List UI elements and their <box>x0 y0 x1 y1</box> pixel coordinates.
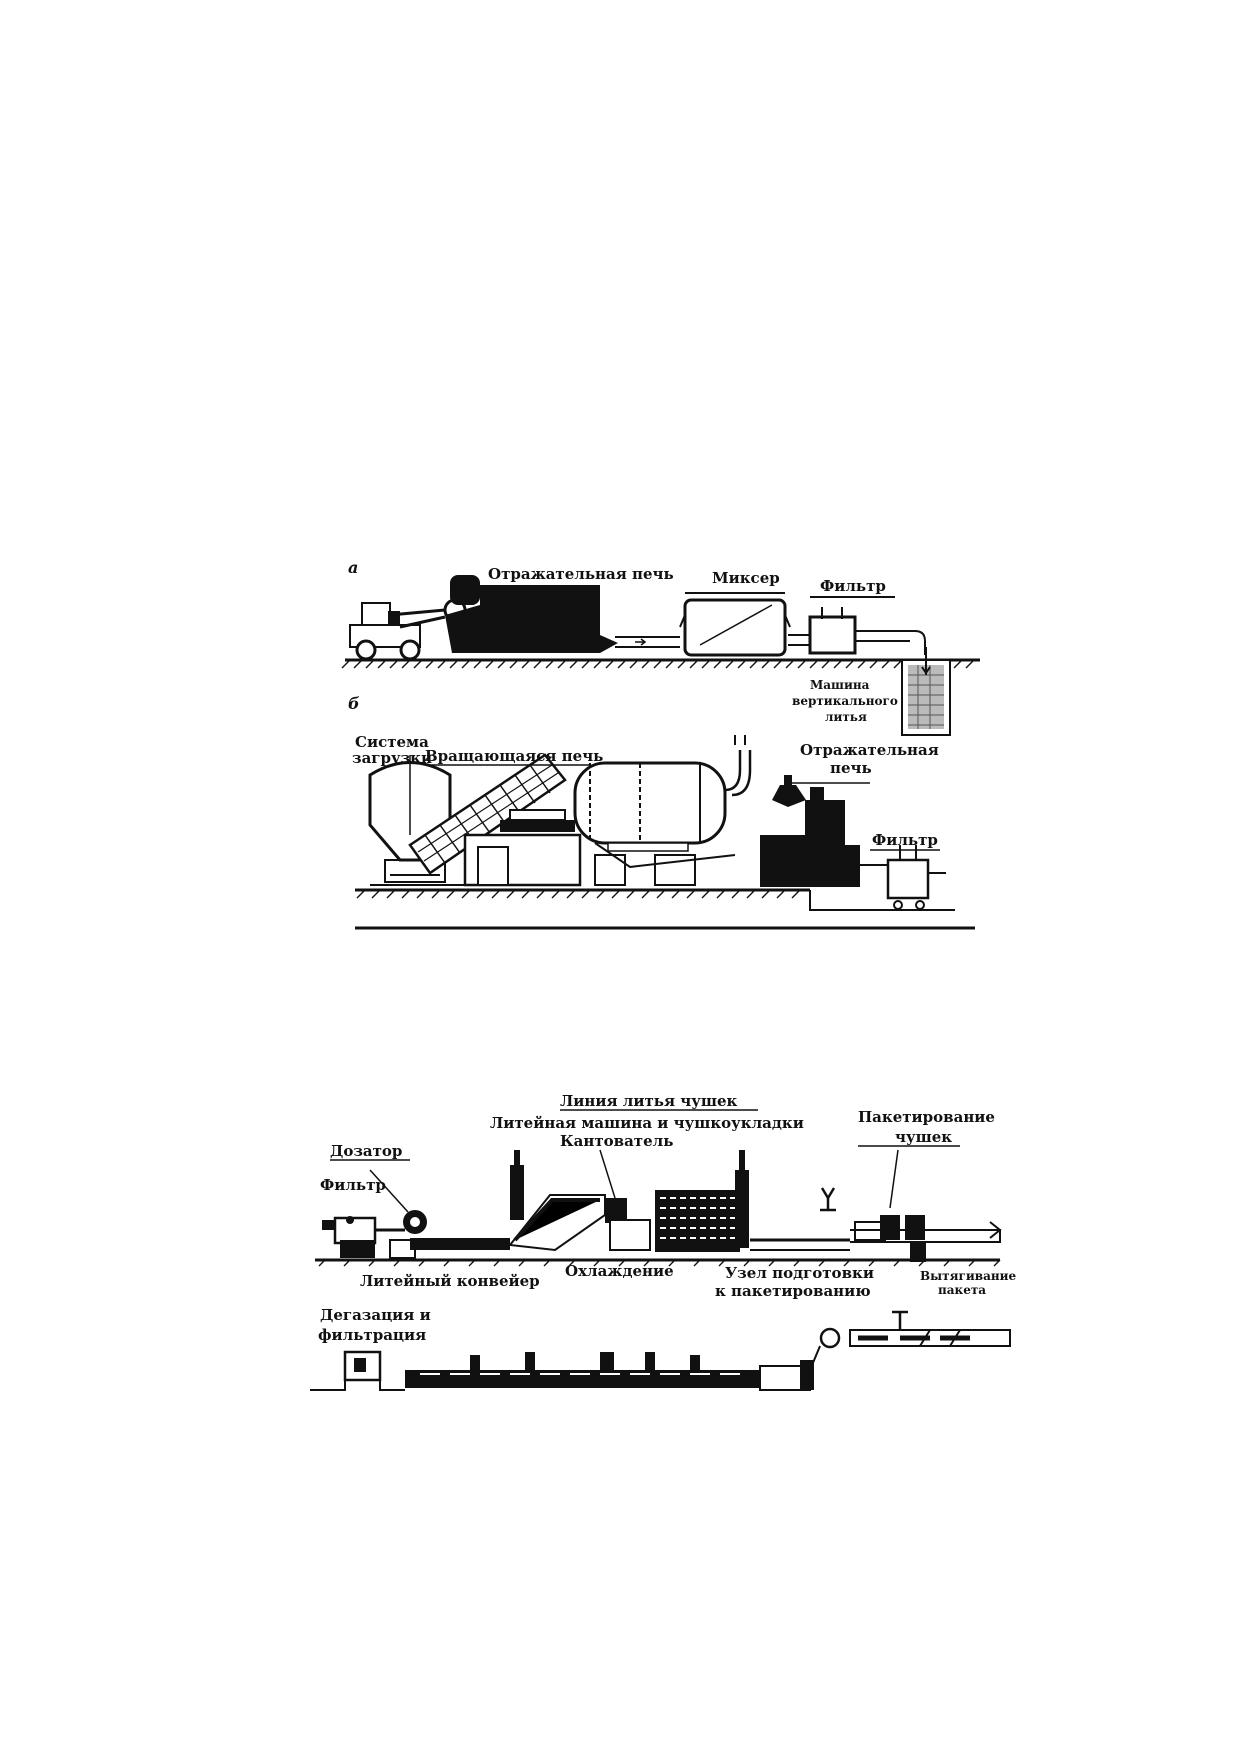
reverberatory-furnace-b <box>760 775 870 887</box>
launder-pipe-2 <box>788 634 810 646</box>
figure-b-diagram: б Система загрузки <box>348 695 975 930</box>
label-vc-machine-1: Машина <box>810 678 870 692</box>
label-reverb-2: печь <box>830 759 872 777</box>
label-loading-1: Система <box>355 733 429 751</box>
label-filter-c: Фильтр <box>320 1176 386 1194</box>
label-cooling: Охлаждение <box>565 1262 674 1280</box>
label-filter-a: Фильтр <box>820 577 886 595</box>
lower-casting-line <box>405 1327 841 1391</box>
ground-line-b <box>355 888 975 930</box>
label-prep-1: Узел подготовки <box>725 1264 874 1282</box>
label-packaging-1: Пакетирование <box>858 1108 995 1126</box>
filter-unit-b <box>860 845 946 910</box>
rotary-furnace <box>573 735 752 869</box>
casting-conveyor <box>410 1150 606 1252</box>
filter-unit <box>808 596 895 655</box>
label-reverb-1: Отражательная <box>800 741 939 759</box>
label-degas-1: Дегазация и <box>320 1306 431 1324</box>
label-doser: Дозатор <box>330 1142 402 1160</box>
figure-a-diagram: а Отражательная печь Миксер <box>341 558 980 736</box>
label-filter-b: Фильтр <box>872 831 938 849</box>
figure-c-diagram: Линия литья чушек Литейная машина и чушк… <box>310 1092 1017 1391</box>
ground-line-c <box>315 1258 1001 1267</box>
label-prep-2: к пакетированию <box>715 1282 871 1300</box>
furnace-drive-base <box>463 809 696 887</box>
panel-letter-b: б <box>348 695 360 713</box>
label-casting-machine: Литейная машина и чушкоукладки <box>490 1114 804 1132</box>
launder-pipe-1 <box>615 636 680 648</box>
packaging-prep-unit <box>750 1149 1002 1262</box>
label-packaging-2: чушек <box>895 1128 952 1146</box>
filter-doser-unit <box>322 1169 427 1259</box>
label-vc-machine-2: вертикального <box>792 694 898 708</box>
label-outlet-1: Вытягивание <box>920 1269 1017 1283</box>
lower-outlet-unit <box>849 1310 1011 1347</box>
label-outlet-2: пакета <box>938 1283 986 1297</box>
label-reverb-furnace: Отражательная печь <box>488 565 674 583</box>
reverberatory-furnace <box>445 575 618 653</box>
cooling-section <box>655 1150 749 1252</box>
label-conveyor: Литейный конвейер <box>360 1272 540 1290</box>
label-tilter: Кантователь <box>560 1132 673 1150</box>
label-loading-2: загрузки <box>352 749 432 767</box>
degassing-unit <box>310 1350 405 1391</box>
label-line-title: Линия литья чушек <box>560 1092 738 1110</box>
mixer <box>679 592 791 657</box>
panel-letter-a: а <box>348 558 358 577</box>
vertical-casting-pit <box>901 647 951 736</box>
ground-line <box>341 658 980 669</box>
label-mixer: Миксер <box>712 569 780 587</box>
label-vc-machine-3: литья <box>825 710 867 724</box>
tilter-unit <box>599 1149 651 1251</box>
label-degas-2: фильтрация <box>318 1326 426 1344</box>
launder-pipe-3 <box>855 630 926 655</box>
label-rotary-furnace: Вращающаяся печь <box>425 747 603 765</box>
